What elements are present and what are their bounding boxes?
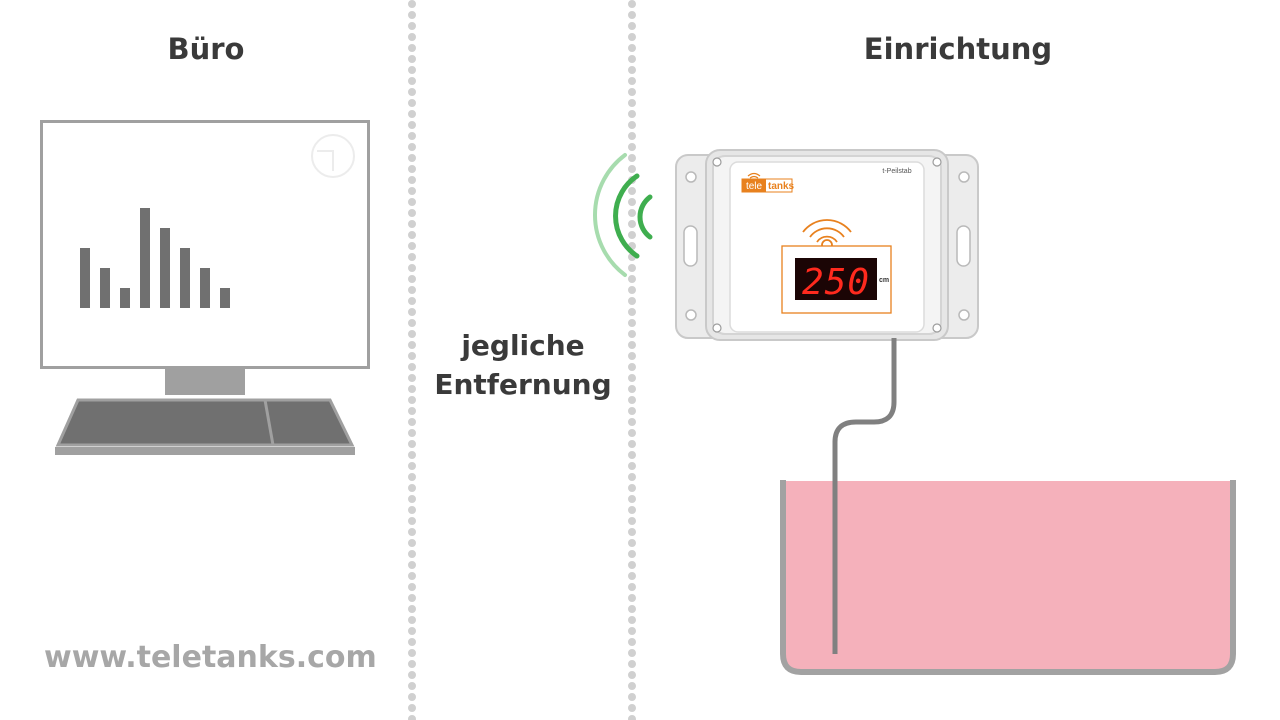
wireless-waves-icon: [593, 153, 653, 277]
brand-logo-box: [742, 179, 766, 192]
brand-prefix: tele: [746, 181, 763, 192]
monitor-bar: [80, 248, 90, 308]
monitor-bar: [140, 208, 150, 308]
monitor-bar: [120, 288, 130, 308]
distance-line-1: jegliche: [461, 329, 585, 362]
monitor-bar: [180, 248, 190, 308]
wifi-signal-icon: [802, 219, 852, 251]
brand-suffix: tanks: [768, 181, 795, 192]
distance-line-2: Entfernung: [434, 368, 612, 401]
facility-heading: Einrichtung: [863, 32, 1053, 66]
office-heading: Büro: [167, 32, 245, 66]
website-url: www.teletanks.com: [44, 640, 377, 675]
monitor-bar: [100, 268, 110, 308]
monitor-bar: [160, 228, 170, 308]
keyboard-icon: [55, 398, 355, 455]
sensor-probe-cable: [832, 338, 897, 654]
tank-level-sensor-device: tele tanks t-Peilstab 250 cm: [675, 149, 979, 341]
model-label: t-Peilstab: [882, 168, 911, 175]
monitor-bar: [220, 288, 230, 308]
tank-liquid: [783, 481, 1233, 672]
display-unit: cm: [879, 277, 889, 284]
tank-icon: [780, 338, 1236, 675]
display-screen: [795, 258, 877, 300]
monitor-bar-chart: [80, 208, 230, 308]
monitor-bar: [200, 268, 210, 308]
display-reading: 250: [802, 262, 870, 303]
computer-monitor-icon: [40, 120, 370, 395]
distance-label: jegliche Entfernung: [418, 326, 628, 404]
tank-outline: [780, 480, 1236, 675]
